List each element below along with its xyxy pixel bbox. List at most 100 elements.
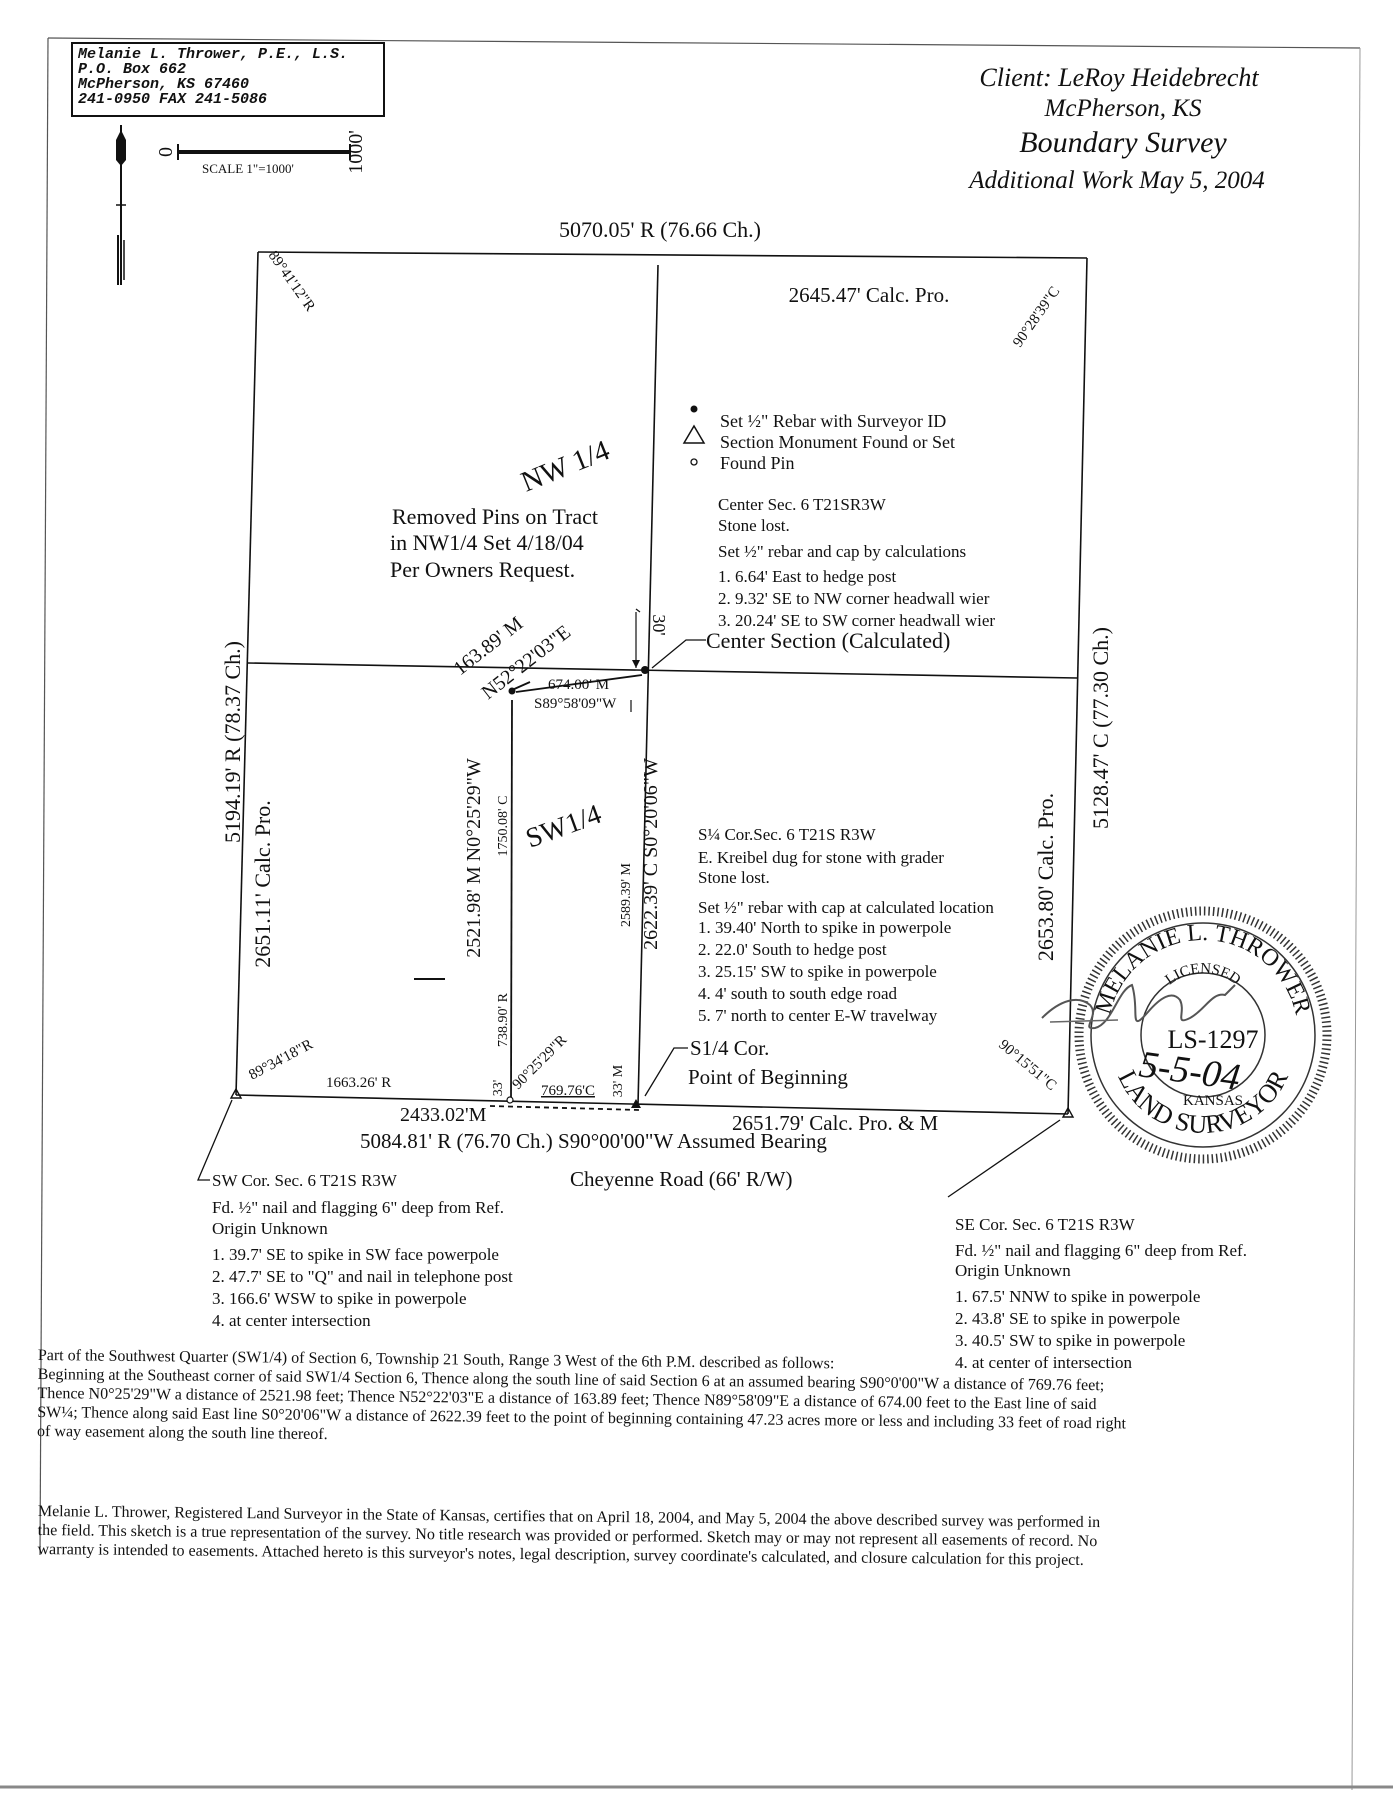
road-label: Cheyenne Road (66' R/W) bbox=[570, 1167, 792, 1191]
tract-nw-rebar-icon bbox=[508, 687, 516, 695]
east-line bbox=[1067, 257, 1088, 1115]
west-line-label: 5194.19' R (78.37 Ch.) bbox=[220, 641, 245, 843]
firm-line-1: Melanie L. Thrower, P.E., L.S. bbox=[77, 46, 348, 63]
se-note-4: 1. 67.5' NNW to spike in powerpole bbox=[955, 1287, 1200, 1306]
ne-angle-label: 90°28'39"C bbox=[1010, 284, 1063, 350]
tract-west-label: 2521.98' M N0°25'29"W bbox=[463, 758, 485, 958]
legend-pin-label: Found Pin bbox=[720, 453, 795, 473]
page-left-edge bbox=[39, 37, 49, 1556]
s14-note-4: Set ½" rebar with cap at calculated loca… bbox=[698, 898, 994, 917]
north-line-label: 5070.05' R (76.66 Ch.) bbox=[559, 217, 761, 242]
seal-licensed-text: LICENSED bbox=[1163, 961, 1244, 989]
seal-state: KANSAS bbox=[1183, 1093, 1243, 1109]
s14-corner-notes: S¼ Cor.Sec. 6 T21S R3W E. Kreibel dug fo… bbox=[698, 825, 994, 1025]
rebar-legend-icon bbox=[690, 405, 698, 413]
s14-note-5: 1. 39.40' North to spike in powerpole bbox=[698, 918, 951, 937]
se-corner-monument-icon bbox=[1061, 1106, 1075, 1118]
south-2433-label: 2433.02'M bbox=[400, 1104, 487, 1126]
section-boundary bbox=[235, 251, 1088, 1115]
s14-note-3: Stone lost. bbox=[698, 868, 770, 887]
survey-subtitle: Additional Work May 5, 2004 bbox=[967, 167, 1265, 194]
north-south-quarter-line bbox=[637, 264, 659, 1106]
firm-line-2: P.O. Box 662 bbox=[78, 61, 186, 78]
east-line-label: 5128.47' C (77.30 Ch.) bbox=[1088, 627, 1113, 829]
sw-corner-leader bbox=[197, 1099, 233, 1181]
s14-note-6: 2. 22.0' South to hedge post bbox=[698, 940, 887, 959]
s14-corner-label: S1/4 Cor. bbox=[690, 1036, 769, 1060]
firm-line-3: McPherson, KS 67460 bbox=[77, 76, 249, 93]
tract-sw-pin-icon bbox=[506, 1096, 514, 1104]
survey-title: Boundary Survey bbox=[1019, 126, 1227, 159]
road-easement-line bbox=[489, 1105, 641, 1111]
sw-note-1: SW Cor. Sec. 6 T21S R3W bbox=[212, 1171, 398, 1190]
surveyor-seal: MELANIE L. THROWER LAND SURVEYOR LICENSE… bbox=[1041, 906, 1332, 1164]
legend-rebar-label: Set ½" Rebar with Surveyor ID bbox=[720, 411, 946, 431]
firm-line-4: 241-0950 FAX 241-5086 bbox=[78, 91, 267, 108]
nw-quarter-label: NW 1/4 bbox=[517, 434, 615, 498]
monument-legend-icon bbox=[682, 424, 706, 444]
center-note-4: 1. 6.64' East to hedge post bbox=[718, 567, 897, 586]
center-section-leader bbox=[651, 639, 706, 669]
se-corner-notes: SE Cor. Sec. 6 T21S R3W Fd. ½" nail and … bbox=[955, 1215, 1247, 1372]
west-lower-label: 2651.11' Calc. Pro. bbox=[250, 800, 275, 968]
client-name: Client: LeRoy Heidebrecht bbox=[979, 63, 1259, 92]
pob-leader bbox=[644, 1047, 688, 1097]
south-2651-label: 2651.79' Calc. Pro. & M bbox=[732, 1111, 939, 1135]
south-769-label: 769.76'C bbox=[541, 1083, 595, 1099]
thirty-foot-label: 30' bbox=[649, 614, 669, 635]
north-line bbox=[257, 251, 1088, 259]
top-bearing-label: S89°58'09"W bbox=[534, 696, 617, 712]
firm-box: Melanie L. Thrower, P.E., L.S. P.O. Box … bbox=[71, 42, 385, 117]
north-arrow-icon bbox=[116, 125, 126, 285]
page-top-edge bbox=[47, 37, 1361, 49]
center-section-rebar-icon bbox=[641, 666, 649, 674]
sw-quarter-label: SW1/4 bbox=[522, 799, 606, 855]
scale-bar: 0 1000' SCALE 1"=1000' bbox=[155, 130, 367, 176]
ne-top-label: 2645.47' Calc. Pro. bbox=[789, 283, 950, 307]
center-note-1: Center Sec. 6 T21SR3W bbox=[718, 495, 887, 514]
client-city: McPherson, KS bbox=[1044, 95, 1202, 122]
s14-note-2: E. Kreibel dug for stone with grader bbox=[698, 848, 944, 867]
sw-angle-label: 89°34'18"R bbox=[246, 1037, 315, 1084]
tract-diagonal-line bbox=[511, 681, 531, 691]
scale-thousand: 1000' bbox=[345, 130, 367, 174]
center-note-3: Set ½" rebar and cap by calculations bbox=[718, 542, 966, 561]
se-note-2: Fd. ½" nail and flagging 6" deep from Re… bbox=[955, 1241, 1247, 1260]
tract-east-m-label: 2589.39' M bbox=[619, 862, 634, 927]
se-note-5: 2. 43.8' SE to spike in powerpole bbox=[955, 1309, 1180, 1328]
tract-top-line bbox=[515, 674, 643, 693]
road-33-right-label: 33' M bbox=[611, 1064, 626, 1097]
thirty-foot-tick bbox=[635, 608, 641, 613]
legal-description: Part of the Southwest Quarter (SW1/4) of… bbox=[37, 1346, 1278, 1454]
east-lower-label: 2653.80' Calc. Pro. bbox=[1033, 793, 1058, 961]
top-distance-label: 674.00' M bbox=[548, 677, 609, 693]
tract-boundary bbox=[489, 674, 643, 1111]
sw-note-7: 4. at center intersection bbox=[212, 1311, 371, 1330]
nw-angle-label: 89°41'12"R bbox=[265, 248, 318, 314]
sw-corner-monument-icon bbox=[229, 1087, 243, 1099]
removed-pins-line-1: Removed Pins on Tract bbox=[392, 504, 598, 529]
se-note-6: 3. 40.5' SW to spike in powerpole bbox=[955, 1331, 1185, 1350]
surveyor-signature bbox=[1041, 983, 1236, 1030]
sw-note-6: 3. 166.6' WSW to spike in powerpole bbox=[212, 1289, 467, 1308]
south-1663-label: 1663.26' R bbox=[326, 1075, 391, 1091]
scale-zero: 0 bbox=[155, 147, 177, 157]
se-note-1: SE Cor. Sec. 6 T21S R3W bbox=[955, 1215, 1136, 1234]
se-note-7: 4. at center of intersection bbox=[955, 1353, 1133, 1372]
south-line bbox=[235, 1094, 1069, 1115]
sw-note-4: 1. 39.7' SE to spike in SW face powerpol… bbox=[212, 1245, 499, 1264]
sw-note-2: Fd. ½" nail and flagging 6" deep from Re… bbox=[212, 1198, 504, 1217]
road-33-left-label: 33' bbox=[491, 1080, 506, 1097]
center-section-label: Center Section (Calculated) bbox=[706, 628, 950, 653]
s14-corner-monument-icon bbox=[631, 1099, 641, 1108]
legend-monument-label: Section Monument Found or Set bbox=[720, 432, 955, 452]
se-note-3: Origin Unknown bbox=[955, 1261, 1071, 1280]
sw-corner-notes: SW Cor. Sec. 6 T21S R3W Fd. ½" nail and … bbox=[212, 1171, 513, 1330]
sw-note-5: 2. 47.7' SE to "Q" and nail in telephone… bbox=[212, 1267, 513, 1286]
scale-caption: SCALE 1"=1000' bbox=[202, 161, 294, 176]
thirty-foot-arrow-icon bbox=[632, 660, 640, 668]
signature-flourish bbox=[1049, 1019, 1119, 1023]
sw-note-3: Origin Unknown bbox=[212, 1219, 328, 1238]
center-note-5: 2. 9.32' SE to NW corner headwall wier bbox=[718, 589, 990, 608]
